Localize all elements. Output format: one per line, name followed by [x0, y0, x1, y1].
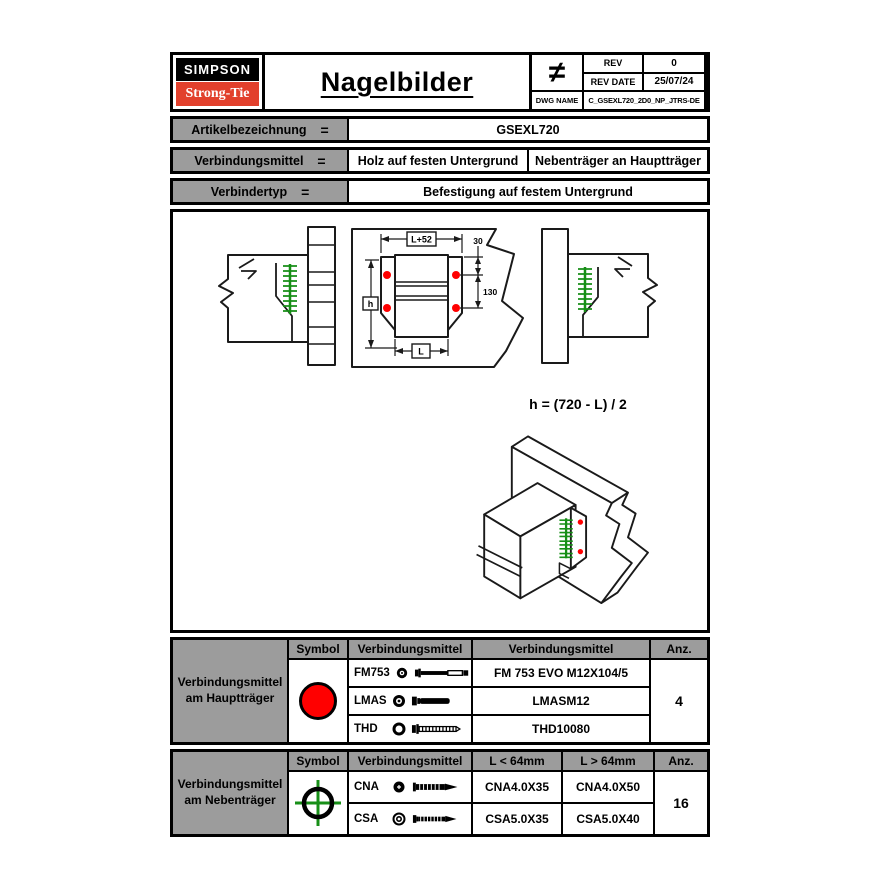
height-formula: h = (720 - L) / 2 — [529, 396, 627, 412]
column-header-symbol: Symbol — [289, 640, 347, 658]
equals-icon: = — [317, 152, 326, 169]
nail-row-icon — [559, 518, 573, 559]
logo-strongtie: Strong-Tie — [176, 82, 259, 106]
fastener-code: FM753 — [354, 667, 390, 679]
column-header-fastener: Verbindungsmittel — [349, 752, 471, 770]
bolt-position-markers-icon — [383, 271, 460, 312]
product-name: CSA5.0X40 — [563, 804, 653, 834]
column-header-symbol: Symbol — [289, 752, 347, 770]
attribute-value-artikel: GSEXL720 — [349, 119, 707, 140]
drawing-area: L+52 h L 30 130 — [170, 209, 710, 633]
nail-row-icon — [283, 264, 297, 314]
fm753-end-view-icon — [396, 667, 407, 679]
logo-simpson: SIMPSON — [176, 58, 259, 81]
attribute-row-artikelbezeichnung: Artikelbezeichnung = GSEXL720 — [170, 116, 710, 143]
rev-value: 0 — [644, 55, 704, 72]
qty-cell: 16 — [655, 772, 707, 834]
cna-end-view-icon — [393, 781, 405, 793]
column-header-qty: Anz. — [655, 752, 707, 770]
table-row: CSA — [349, 804, 471, 834]
column-header-l-small: L < 64mm — [473, 752, 561, 770]
revision-table: ≠ REV 0 REV DATE 25/07/24 DWG NAME C_GSE… — [529, 55, 707, 109]
csa-end-view-icon — [392, 812, 406, 826]
attribute-value-left: Holz auf festen Untergrund — [349, 150, 527, 171]
dimension-arrows-icon — [368, 236, 481, 354]
dim-bottom-width: L — [418, 347, 424, 357]
dim-bolt-spacing: 130 — [483, 287, 497, 297]
cna-nail-icon — [412, 782, 458, 792]
rev-label: REV — [584, 55, 642, 72]
dim-top-width: L+52 — [411, 235, 432, 245]
haupttraeger-fastener-table: Verbindungsmittel am Hauptträger Symbol … — [170, 637, 710, 745]
attribute-value-right: Nebenträger an Hauptträger — [529, 150, 707, 171]
table-row: CNA — [349, 772, 471, 802]
table-row: THD — [349, 716, 471, 742]
product-name: THD10080 — [473, 716, 649, 742]
attribute-label-text: Verbindertyp — [210, 184, 288, 199]
fastener-code: CNA — [354, 781, 379, 793]
isometric-view-drawing — [476, 435, 649, 604]
break-symbol-icon — [476, 545, 523, 578]
qty-cell: 4 — [651, 660, 707, 742]
column-header-fastener: Verbindungsmittel — [349, 640, 471, 658]
attribute-row-verbindertyp: Verbindertyp = Befestigung auf festem Un… — [170, 178, 710, 205]
side-view-right-drawing — [541, 228, 658, 364]
column-header-product: Verbindungsmittel — [473, 640, 649, 658]
product-name: FM 753 EVO M12X104/5 — [473, 660, 649, 686]
attribute-value-verbindertyp: Befestigung auf festem Untergrund — [349, 181, 707, 202]
break-symbol-icon — [614, 256, 633, 278]
dwg-name-value: C_GSEXL720_2D0_NP_JTRS-DE — [584, 92, 704, 109]
drawing-sheet: SIMPSON Strong-Tie Nagelbilder ≠ REV 0 R… — [170, 52, 710, 841]
nebentraeger-fastener-table: Verbindungsmittel am Nebenträger Symbol … — [170, 749, 710, 837]
csa-screw-icon — [412, 815, 457, 823]
column-header-l-large: L > 64mm — [563, 752, 653, 770]
product-name: CSA5.0X35 — [473, 804, 561, 834]
rev-date-label: REV DATE — [584, 73, 642, 91]
bolt-position-markers-icon — [577, 519, 584, 555]
crosshair-symbol-icon — [295, 780, 341, 826]
thd-screw-icon — [411, 724, 462, 734]
product-name: CNA4.0X35 — [473, 772, 561, 802]
attribute-label-text: Artikelbezeichnung — [191, 122, 307, 137]
symbol-cell — [289, 660, 347, 742]
nail-row-icon — [578, 267, 592, 312]
dim-edge-offset: 30 — [473, 236, 483, 246]
company-logo: SIMPSON Strong-Tie — [173, 55, 265, 109]
page-title: Nagelbilder — [320, 66, 474, 97]
attribute-row-verbindungsmittel: Verbindungsmittel = Holz auf festen Unte… — [170, 147, 710, 174]
attribute-label: Verbindertyp = — [173, 181, 347, 202]
fastener-code: LMAS — [354, 695, 387, 707]
fastener-code: CSA — [354, 813, 379, 825]
break-symbol-icon — [238, 258, 257, 280]
attribute-label: Artikelbezeichnung = — [173, 119, 347, 140]
dim-height: h — [368, 299, 374, 309]
dwg-name-label: DWG NAME — [532, 92, 582, 109]
fm753-bolt-icon — [414, 668, 468, 678]
title-block: SIMPSON Strong-Tie Nagelbilder ≠ REV 0 R… — [170, 52, 710, 112]
equals-icon: = — [320, 121, 329, 138]
product-name: LMASM12 — [473, 688, 649, 714]
title-cell: Nagelbilder — [265, 55, 529, 109]
fastener-code: THD — [354, 723, 378, 735]
rev-date-value: 25/07/24 — [644, 73, 704, 91]
table-row: FM753 — [349, 660, 471, 686]
red-circle-symbol-icon — [299, 682, 337, 720]
front-view-drawing: L+52 h L 30 130 — [351, 228, 524, 368]
symbol-cell — [289, 772, 347, 834]
side-view-left-drawing — [218, 226, 336, 366]
product-name: CNA4.0X50 — [563, 772, 653, 802]
lmas-end-view-icon — [393, 695, 405, 707]
table-row: LMAS — [349, 688, 471, 714]
attribute-label: Verbindungsmittel = — [173, 150, 347, 171]
equals-icon: = — [301, 183, 310, 200]
table-row-label: Verbindungsmittel am Hauptträger — [173, 640, 287, 742]
column-header-qty: Anz. — [651, 640, 707, 658]
thd-end-view-icon — [392, 722, 406, 736]
attribute-label-text: Verbindungsmittel — [194, 153, 304, 168]
lmas-bolt-icon — [411, 696, 450, 706]
table-row-label: Verbindungsmittel am Nebenträger — [173, 752, 287, 834]
not-equal-icon: ≠ — [532, 55, 582, 91]
